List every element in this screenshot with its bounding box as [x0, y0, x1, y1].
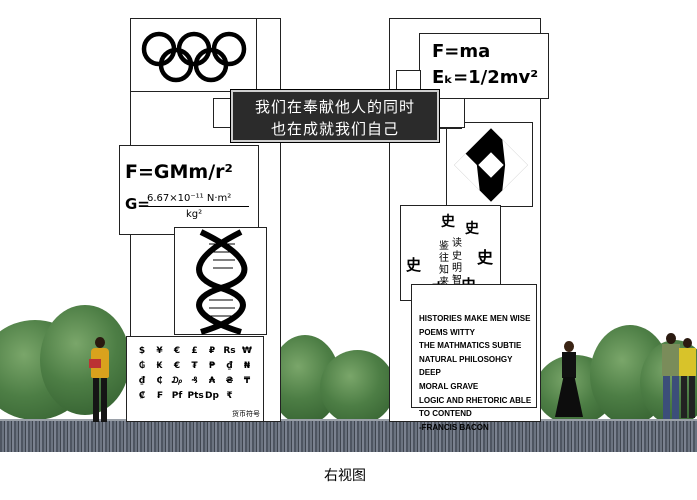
bacon-line-8: -FRANCIS BACON [419, 422, 489, 432]
bacon-line-7: TO CONTEND [419, 409, 472, 419]
currency-symbol: Pts [187, 391, 204, 401]
seal-center-char-2: 鉴 [439, 241, 449, 252]
currency-symbol: ₫ [138, 376, 146, 386]
gravity-constant-numerator: 6.67×10⁻¹¹ N·m² [147, 193, 232, 204]
square-spiral-logo-icon [454, 128, 528, 202]
bacon-line-6: LOGIC AND RHETORIC ABLE [419, 395, 532, 405]
fraction-bar [147, 206, 249, 207]
currency-symbol: ₣ [156, 391, 163, 401]
newton-formula: F=ma [432, 41, 491, 62]
currency-symbol: ₲ [138, 361, 146, 371]
currency-symbol: ₰ [191, 376, 198, 386]
seal-center-char-1: 读 [452, 238, 462, 249]
banner-line-2: 也在成就我们自己 [270, 120, 399, 138]
currency-symbol: ₫ [226, 361, 233, 371]
currency-symbol: ₵ [156, 376, 163, 386]
currency-symbol: ₯ [170, 376, 184, 386]
bacon-quote-panel: HISTORIES MAKE MEN WISE POEMS WITTY THE … [411, 284, 537, 432]
kinetic-energy-formula: Eₖ=1/2mv² [432, 67, 539, 88]
bacon-line-2: POEMS WITTY [419, 327, 475, 337]
paved-ground [0, 421, 697, 452]
currency-symbol: ₱ [208, 361, 216, 371]
bacon-line-3: THE MATHMATICS SUBTIE [419, 341, 522, 351]
banner-line-1: 我们在奉献他人的同时 [254, 98, 415, 116]
bacon-line-1: HISTORIES MAKE MEN WISE [419, 314, 531, 323]
student-right-figure-1 [660, 333, 682, 421]
currency-symbol: € [173, 346, 181, 356]
seal-center-char-5: 明 [452, 263, 462, 274]
bacon-line-4: NATURAL PHILOSOHGY DEEP [419, 354, 513, 378]
seal-center-char-6: 知 [439, 265, 449, 276]
dna-panel [174, 227, 267, 335]
seal-center-char-3: 史 [452, 251, 462, 262]
ground-edge [0, 419, 697, 422]
currency-symbol: Pf [171, 391, 183, 401]
gravity-constant-prefix: G= [125, 195, 150, 213]
seal-ring-char-1: 史 [441, 214, 455, 230]
currency-symbol: ₦ [243, 361, 251, 371]
seal-center-char-4: 往 [439, 253, 449, 264]
seal-center-char-8: 来 [439, 277, 449, 288]
physics-formula-panel: F=ma Eₖ=1/2mv² [419, 33, 549, 99]
olympic-rings-icon [141, 31, 247, 83]
currency-symbol: € [173, 361, 181, 371]
student-right-figure-2 [678, 338, 697, 420]
currency-symbol: ₡ [138, 391, 146, 401]
currency-caption: 货币符号 [232, 410, 260, 418]
currency-symbol: $ [138, 346, 146, 356]
currency-symbol: Dp [205, 391, 219, 401]
olympic-panel [130, 18, 257, 92]
gravity-constant-denominator: kg² [186, 209, 203, 220]
logo-panel [446, 122, 533, 207]
bacon-line-5: MORAL GRAVE [419, 381, 479, 391]
currency-symbol: £ [191, 346, 198, 356]
currency-symbol: ₳ [208, 376, 216, 386]
view-caption: 右视图 [324, 468, 366, 484]
dna-helix-icon [196, 229, 248, 335]
currency-symbol: ₴ [225, 376, 234, 386]
currency-symbol: ¥ [156, 346, 163, 356]
seal-ring-char-2: 史 [465, 221, 479, 237]
currency-symbol: ₸ [243, 376, 251, 386]
bacon-quote: HISTORIES MAKE MEN WISE POEMS WITTY THE … [419, 312, 536, 434]
slogan-banner: 我们在奉献他人的同时 也在成就我们自己 [230, 89, 440, 143]
currency-symbol: ₹ [226, 391, 233, 401]
currency-symbol: ₭ [156, 361, 163, 371]
student-left-figure [88, 337, 112, 425]
currency-symbol: ₩ [242, 346, 252, 356]
woman-walking-figure [553, 341, 587, 421]
seal-center-char-7: 智 [452, 275, 462, 286]
seal-ring-char-6: 史 [406, 256, 422, 274]
currency-symbol: ₮ [191, 361, 198, 371]
currency-symbol: Rs [223, 346, 236, 356]
gravity-formula: F=GMm/r² [125, 161, 233, 183]
gravity-formula-panel: F=GMm/r² G= 6.67×10⁻¹¹ N·m² kg² [119, 145, 259, 235]
currency-symbol: ₽ [208, 346, 216, 356]
seal-ring-char-3: 史 [477, 248, 494, 267]
